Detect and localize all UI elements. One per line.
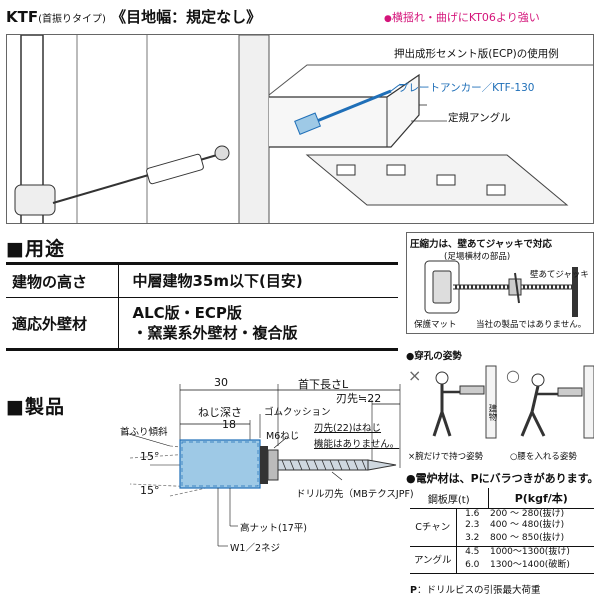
angle-down-label: 15° [140,484,160,497]
good-posture-mark: ○ [506,366,520,385]
load-cell: 200 ～ 280(抜け) [490,509,565,519]
load-cell: 400 ～ 480(抜け) [490,520,565,530]
posture-drawing [432,365,594,439]
bad-posture-mark: × [408,366,422,385]
load-cell: 1300～1400(破断) [488,558,594,574]
usage-heading: ■用途 [6,238,65,260]
strength-note-text: 横揺れ・曲げにKT06より強い [391,11,540,24]
table-row: 6.0 1300～1400(破断) [410,558,594,574]
load-table: 鋼板厚(t) P(kgf/本) Cチャン 1.6 200 ～ 280(抜け) 2… [410,488,594,574]
electric-furnace-note: ●電炉材は、Pにバラつきがあります。 [406,472,599,485]
ecp-example-label: 押出成形セメント版(ECP)の使用例 [394,48,559,60]
col-load: P(kgf/本) [488,488,594,509]
usage-row-height: 建物の高さ 中層建物35m以下(目安) [6,263,398,298]
screw-depth-value: 18 [222,418,236,431]
tip-length-label: 刃先≒22 [336,392,382,405]
usage-key: 適応外壁材 [6,297,119,350]
usage-key: 建物の高さ [6,263,119,298]
swing-angle-label: 首ふり傾斜 [120,427,168,438]
neck-length-label: 首下長さL [298,378,349,391]
wall-label: 建物 [487,404,497,421]
jack-title: 圧縮力は、壁あてジャッキで対応 [410,239,552,250]
installation-drawing [14,35,593,223]
col-thickness: 鋼板厚(t) [410,488,489,509]
tip-note-line1: 刃先(22)はねじ [314,423,382,434]
posture-heading: ●穿孔の姿勢 [406,348,462,362]
tip-note-line2: 機能はありません。 [314,439,400,450]
thickness-cell: 6.0 [456,558,488,574]
table-row: 3.2 800 ～ 850(抜け) [410,531,594,547]
usage-row-wall: 適応外壁材 ALC版・ECP版 ・窯業系外壁材・複合版 [6,297,398,350]
jack-parts-note: (足場横材の部品) [444,252,511,262]
posture-title: 穿孔の姿勢 [414,351,462,362]
category-angle: アングル [410,546,457,574]
jack-drawing [424,260,578,317]
thickness-cell: 1.6 [465,509,480,519]
footnote-text: ：ドリルビスの引張最大荷重 [416,585,541,596]
table-row: 2.3 400 ～ 480(抜け) [410,520,594,531]
m6-screw-label: M6ねじ [266,431,300,442]
model-name: KTF [6,8,39,26]
page-title: KTF(首振りタイプ) 《目地幅：規定なし》 [6,6,261,27]
table-row: アングル 4.5 1000～1300(抜け) [410,546,594,574]
bullet-dot-icon: ● [384,14,392,24]
rubber-cushion-label: ゴムクッション [264,407,331,418]
usage-value-line: ALC版・ECP版 [132,304,242,322]
drill-tip-label: ドリル刃先（MBテクスJPF) [296,489,414,500]
company-note: 当社の製品ではありません。 [476,320,587,330]
load-cell: 800 ～ 850(抜け) [488,531,594,547]
product-drawing [121,384,401,547]
thickness-cell: 4.5 [465,547,480,557]
joint-width-note: 《目地幅：規定なし》 [111,8,262,26]
usage-value-line: ・窯業系外壁材・複合版 [132,324,298,342]
product-heading: ■製品 [6,396,65,418]
good-posture-label: ○腰を入れる姿勢 [510,452,577,462]
table-footnote: P：ドリルビスの引張最大荷重 [410,582,540,596]
model-subtitle: (首振りタイプ) [38,14,106,25]
thickness-cell: 3.2 [456,531,488,547]
category-c-channel: Cチャン [410,508,457,547]
usage-value-line: 中層建物35m以下(目安) [132,272,303,290]
bullet-dot-icon: ● [406,351,415,362]
screw-depth-label: ねじ深さ [198,406,242,419]
load-cell: 1000～1300(抜け) [490,547,570,557]
load-table-header: 鋼板厚(t) P(kgf/本) [410,488,594,509]
mat-label: 保護マット [414,320,457,330]
high-nut-label: 高ナット(17平) [240,523,308,534]
bad-posture-label: ×腕だけで持つ姿勢 [408,452,484,462]
usage-value: 中層建物35m以下(目安) [118,264,398,298]
thickness-cell: 2.3 [465,520,480,530]
installation-illustration [6,34,594,224]
angle-up-label: 15° [140,450,160,463]
angle-label: 定規アングル [448,112,511,124]
jack-label: 壁あてジャッキ [530,270,589,280]
table-row: Cチャン 1.6 200 ～ 280(抜け) [410,508,594,547]
usage-value: ALC版・ECP版 ・窯業系外壁材・複合版 [118,297,398,350]
plate-anchor-label: プレートアンカー／KTF-130 [398,82,535,94]
usage-table: 建物の高さ 中層建物35m以下(目安) 適応外壁材 ALC版・ECP版 ・窯業系… [6,262,398,351]
strength-note: ●横揺れ・曲げにKT06より強い [384,9,540,25]
thread-label: W1／2ネジ [230,543,280,554]
footnote-key: P [410,585,417,596]
jack-illustration-box [406,232,594,334]
dim-30: 30 [214,376,228,389]
